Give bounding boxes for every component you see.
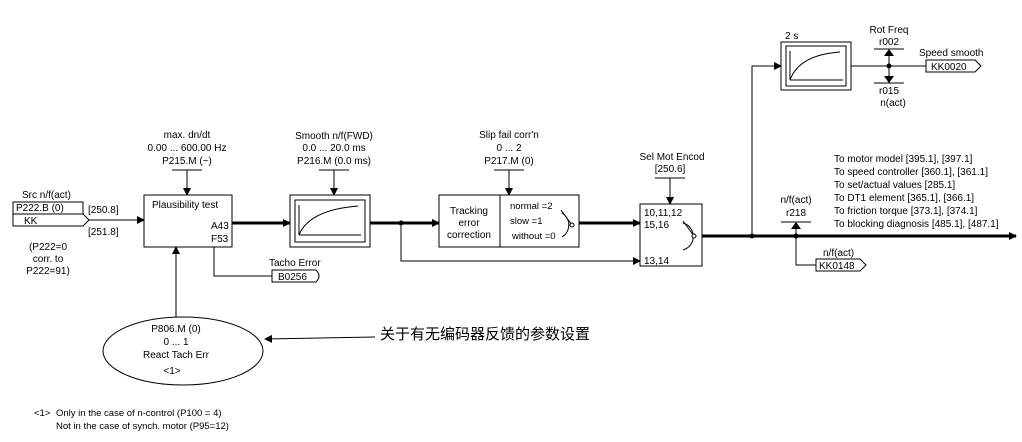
footnote-line2: Not in the case of synch. motor (P95=12) xyxy=(56,421,229,432)
source-ref2: [251.8] xyxy=(88,227,119,238)
slip-selector-pivot xyxy=(569,222,575,228)
react-tach-ellipse[interactable] xyxy=(102,316,264,386)
slip-selector-lever xyxy=(560,209,573,226)
annotation-cn: 关于有无编码器反馈的参数设置 xyxy=(380,325,590,343)
react-tach-section: P806.M (0) 0 ... 1 React Tach Err <1> 关于… xyxy=(102,246,590,386)
source-note2: corr. to xyxy=(33,254,64,265)
kk0148-connector-box[interactable] xyxy=(815,258,867,272)
speed-smooth-time: 2 s xyxy=(785,31,798,42)
smooth-inner-frame xyxy=(294,199,366,243)
sel-title: Sel Mot Encod xyxy=(639,152,704,163)
kk0148-line xyxy=(795,236,816,266)
r015-arrow-icon xyxy=(884,76,894,83)
sel-mot-encod-section: Sel Mot Encod [250.6] 10,11,12 15,16 13,… xyxy=(639,152,704,267)
speed-smooth-feed-line xyxy=(751,62,782,236)
nf-act-label2: n/f(act) xyxy=(823,248,854,259)
slip-param: P217.M (0) xyxy=(484,156,533,167)
slip-section: Slip fail corr'n 0 ... 2 P217.M (0) Trac… xyxy=(438,130,641,248)
tacho-connector: B0256 xyxy=(278,272,307,283)
sel-selector-pivot xyxy=(691,233,697,239)
source-connector: KK xyxy=(24,216,38,227)
dest-3: To DT1 element [365.1], [366.1] xyxy=(834,193,974,204)
smooth-title: Smooth n/f(FWD) xyxy=(295,131,373,142)
speed-smooth-inner-frame xyxy=(785,45,847,87)
sel-in3: 13,14 xyxy=(644,256,669,267)
dest-5: To blocking diagnosis [485.1], [487.1] xyxy=(834,219,999,230)
nact-label: n(act) xyxy=(880,98,906,109)
annotation-arrow xyxy=(264,334,376,343)
react-tach-note-ref: <1> xyxy=(163,366,180,377)
plaus-param-title: max. dn/dt xyxy=(164,130,211,141)
dest-2: To set/actual values [285.1] xyxy=(834,180,955,191)
tacho-line xyxy=(213,247,272,277)
sel-selector-lever xyxy=(682,220,695,237)
plaus-param-name: P215.M (~) xyxy=(162,156,212,167)
react-tach-param: P806.M (0) xyxy=(151,324,200,335)
r218-label: r218 xyxy=(786,208,806,219)
source-title: Src n/f(act) xyxy=(22,190,71,201)
plausibility-block[interactable] xyxy=(143,194,233,248)
tracking-line1: Tracking xyxy=(450,206,488,217)
footnote-line1: Only in the case of n-control (P100 = 4) xyxy=(56,408,222,419)
kk0148-connector: KK0148 xyxy=(819,261,855,272)
plaus-param-range: 0.00 ... 600.00 Hz xyxy=(148,143,227,154)
tacho-label: Tacho Error xyxy=(269,258,321,269)
nf-act-label: n/f(act) xyxy=(780,195,811,206)
source-note3: P222=91) xyxy=(26,266,70,277)
sel-mot-encod-block[interactable] xyxy=(639,203,703,267)
tracking-line3: correction xyxy=(447,230,491,241)
source-section: Src n/f(act) P222.B (0) KK [250.8] [251.… xyxy=(12,190,145,277)
r218-arrow-icon xyxy=(791,222,801,229)
sel-in2: 15,16 xyxy=(644,220,669,231)
speed-smooth-label: Speed smooth xyxy=(919,48,984,59)
output-section: n/f(act) r218 n/f(act) KK0148 To motor m… xyxy=(702,154,1017,272)
footnote-marker: <1> xyxy=(34,408,51,419)
r015-label: r015 xyxy=(879,86,899,97)
speed-smooth-section: 2 s Rot Freq r002 r015 n(act) Speed smoo… xyxy=(751,25,984,236)
plaus-fault2: F53 xyxy=(211,234,229,245)
pt1-curve-icon xyxy=(298,205,361,236)
plaus-block-label: Plausibility test xyxy=(152,200,218,211)
r002-arrow-icon xyxy=(884,49,894,56)
speed-smooth-block[interactable] xyxy=(780,41,852,91)
rot-freq-label: Rot Freq xyxy=(870,25,909,36)
plausibility-section: max. dn/dt 0.00 ... 600.00 Hz P215.M (~)… xyxy=(143,130,321,283)
source-ref1: [250.8] xyxy=(88,205,119,216)
plaus-fault1: A43 xyxy=(211,221,229,232)
sel-ref: [250.6] xyxy=(655,164,686,175)
smooth-range: 0.0 ... 20.0 ms xyxy=(302,143,365,154)
slip-opt-without: without =0 xyxy=(511,231,556,242)
tracking-block[interactable] xyxy=(438,194,580,248)
react-tach-range: 0 ... 1 xyxy=(163,337,188,348)
sel-in1: 10,11,12 xyxy=(644,208,683,219)
dest-4: To friction torque [373.1], [374.1] xyxy=(834,206,978,217)
kk0020-connector: KK0020 xyxy=(931,62,967,73)
smooth-section: Smooth n/f(FWD) 0.0 ... 20.0 ms P216.M (… xyxy=(289,131,641,265)
smooth-param: P216.M (0.0 ms) xyxy=(297,156,371,167)
react-tach-label: React Tach Err xyxy=(143,350,210,361)
source-connector-box[interactable] xyxy=(12,213,90,227)
slip-opt-slow: slow =1 xyxy=(510,216,542,227)
slip-range: 0 ... 2 xyxy=(496,143,521,154)
smooth-block[interactable] xyxy=(289,194,371,248)
dest-0: To motor model [395.1], [397.1] xyxy=(834,154,973,165)
tracking-line2: error xyxy=(458,218,480,229)
slip-opt-normal: normal =2 xyxy=(510,201,553,212)
slip-title: Slip fail corr'n xyxy=(479,130,539,141)
footnote-section: <1> Only in the case of n-control (P100 … xyxy=(34,408,229,432)
bypass-line xyxy=(400,223,641,265)
source-param: P222.B (0) xyxy=(16,203,64,214)
speed-smooth-curve-icon xyxy=(789,51,843,81)
source-note1: (P222=0 xyxy=(29,242,68,253)
tacho-connector-box[interactable] xyxy=(271,269,320,283)
kk0020-connector-box[interactable] xyxy=(925,59,982,73)
r002-label: r002 xyxy=(879,37,899,48)
dest-1: To speed controller [360.1], [361.1] xyxy=(834,167,988,178)
